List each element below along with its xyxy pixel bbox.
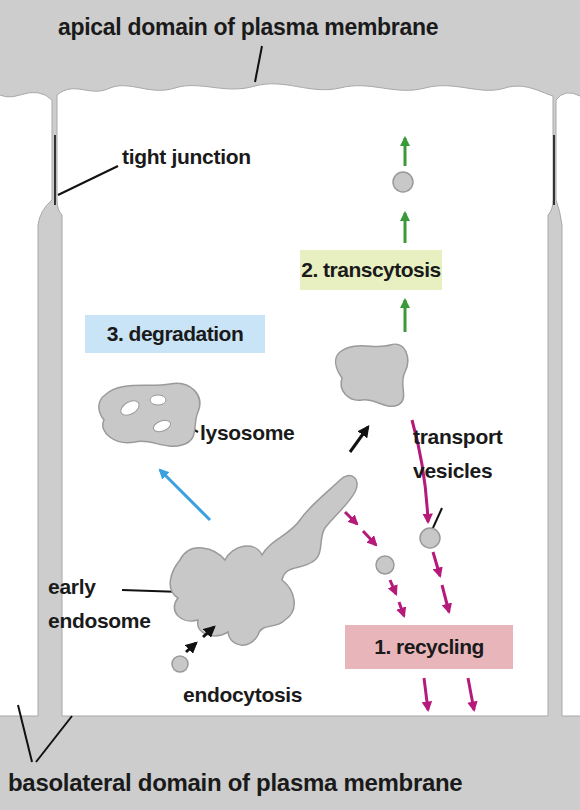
transcytosis-arrow — [404, 300, 407, 332]
vesicle — [393, 172, 413, 192]
transcytosis-arrow — [404, 213, 407, 243]
vesicle — [172, 656, 188, 672]
recycling-arrow — [468, 678, 474, 710]
lysosome-shape — [99, 383, 200, 446]
endocytosis-arrow — [186, 643, 196, 652]
structure-label: early endosome — [48, 570, 153, 638]
recycling-arrow — [363, 531, 376, 545]
recycling-arrow — [345, 512, 357, 524]
leader-line — [36, 716, 72, 762]
lysosome-hole — [150, 395, 166, 405]
tight-junction-line — [553, 135, 555, 205]
lysosome-hole — [152, 418, 172, 434]
structure-label: tight junction — [122, 140, 322, 174]
recycling-endosome-shape — [336, 344, 408, 406]
pathway-label-box: 2. transcytosis — [300, 250, 442, 290]
structure-label: basolateral domain of plasma membrane — [8, 766, 578, 800]
pathway-label-box: 3. degradation — [85, 315, 265, 353]
tight-junction-line — [54, 135, 56, 205]
leader-line — [18, 705, 32, 762]
recycling-arrow — [390, 580, 396, 594]
early-endosome-shape — [170, 476, 357, 646]
recycling-arrow — [399, 602, 404, 616]
structure-label: endocytosis — [183, 678, 333, 712]
recycling-arrow — [433, 552, 440, 576]
leader-line — [432, 508, 442, 530]
endocytosis-arrow — [203, 627, 214, 637]
vesicle — [420, 528, 440, 548]
transcytosis-arrow — [404, 138, 407, 166]
neighbor-cell — [556, 92, 580, 716]
lysosome-hole — [118, 398, 141, 418]
pathway-label: 1. recycling — [374, 635, 484, 659]
recycling-arrow — [442, 585, 449, 612]
pathway-label-box: 1. recycling — [345, 625, 513, 669]
structure-label: apical domain of plasma membrane — [58, 10, 538, 44]
leader-line — [58, 166, 118, 195]
leader-line — [255, 46, 262, 82]
neighbor-cell — [0, 92, 52, 716]
vesicle — [376, 556, 394, 574]
recycling-arrow — [424, 678, 428, 710]
structure-label: lysosome — [200, 416, 320, 450]
transport-arrow — [350, 427, 368, 452]
pathway-label: 3. degradation — [107, 322, 244, 346]
pathway-label: 2. transcytosis — [301, 258, 441, 282]
structure-label: transport vesicles — [413, 420, 538, 488]
degradation-arrow — [160, 470, 210, 520]
